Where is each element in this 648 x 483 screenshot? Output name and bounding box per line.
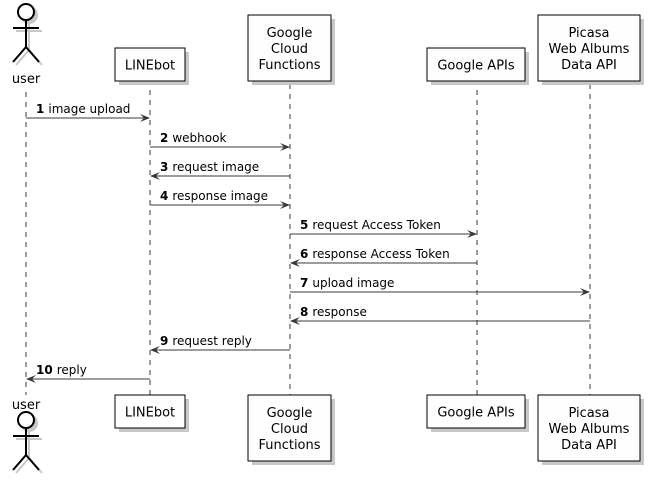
message-8: 8 response — [290, 305, 590, 325]
message-label: 7 upload image — [300, 276, 394, 290]
participant-label: Functions — [258, 58, 320, 73]
participant-label: Data API — [561, 58, 617, 73]
message-label: 2 webhook — [160, 131, 226, 145]
message-1: 1 image upload — [26, 102, 150, 122]
message-number: 4 — [160, 189, 168, 203]
message-number: 10 — [36, 363, 53, 377]
message-text: request Access Token — [312, 218, 440, 232]
message-number: 9 — [160, 334, 168, 348]
message-label: 5 request Access Token — [300, 218, 441, 232]
message-label: 4 response image — [160, 189, 268, 203]
participant-label: Functions — [258, 438, 320, 453]
message-6: 6 response Access Token — [290, 247, 477, 267]
message-5: 5 request Access Token — [290, 218, 477, 238]
participant-label: Cloud — [271, 42, 308, 57]
message-number: 6 — [300, 247, 308, 261]
message-4: 4 response image — [150, 189, 290, 209]
participant-label: Cloud — [271, 422, 308, 437]
participant-label: LINEbot — [125, 406, 175, 421]
participant-linebot-top: LINEbot — [114, 47, 189, 85]
message-label: 10 reply — [36, 363, 87, 377]
stick-figure-actor-icon — [12, 3, 43, 66]
participant-googleapis-bottom: Google APIs — [426, 394, 529, 432]
message-label: 9 request reply — [160, 334, 252, 348]
message-label: 8 response — [300, 305, 367, 319]
message-number: 2 — [160, 131, 168, 145]
participant-label: Google APIs — [437, 59, 515, 74]
message-3: 3 request image — [150, 160, 290, 180]
message-number: 8 — [300, 305, 308, 319]
participant-label: Picasa — [568, 406, 609, 421]
message-label: 6 response Access Token — [300, 247, 450, 261]
message-number: 1 — [36, 102, 44, 116]
message-label: 1 image upload — [36, 102, 130, 116]
message-text: request image — [172, 160, 259, 174]
actor-label-top: user — [12, 72, 41, 87]
participant-googleapis-top: Google APIs — [426, 47, 529, 85]
message-text: webhook — [172, 131, 226, 145]
participant-label: Google — [267, 406, 313, 421]
message-number: 5 — [300, 218, 308, 232]
message-number: 3 — [160, 160, 168, 174]
participant-label: Picasa — [568, 26, 609, 41]
message-text: response Access Token — [312, 247, 449, 261]
participant-label: Web Albums — [549, 422, 630, 437]
message-text: upload image — [312, 276, 394, 290]
participant-linebot-bottom: LINEbot — [114, 394, 189, 432]
participant-label: Google — [267, 26, 313, 41]
message-number: 7 — [300, 276, 308, 290]
message-text: response image — [172, 189, 268, 203]
participant-label: LINEbot — [125, 59, 175, 74]
message-label: 3 request image — [160, 160, 259, 174]
stick-figure-actor-icon — [12, 411, 43, 474]
message-10: 10 reply — [26, 363, 150, 383]
message-text: reply — [57, 363, 87, 377]
message-2: 2 webhook — [150, 131, 290, 151]
message-text: image upload — [48, 102, 130, 116]
message-text: request reply — [172, 334, 252, 348]
participant-label: Data API — [561, 438, 617, 453]
message-text: response — [312, 305, 367, 319]
actor-label-bottom: user — [12, 398, 41, 413]
message-9: 9 request reply — [150, 334, 290, 354]
message-7: 7 upload image — [290, 276, 590, 296]
participant-label: Google APIs — [437, 406, 515, 421]
participant-label: Web Albums — [549, 42, 630, 57]
